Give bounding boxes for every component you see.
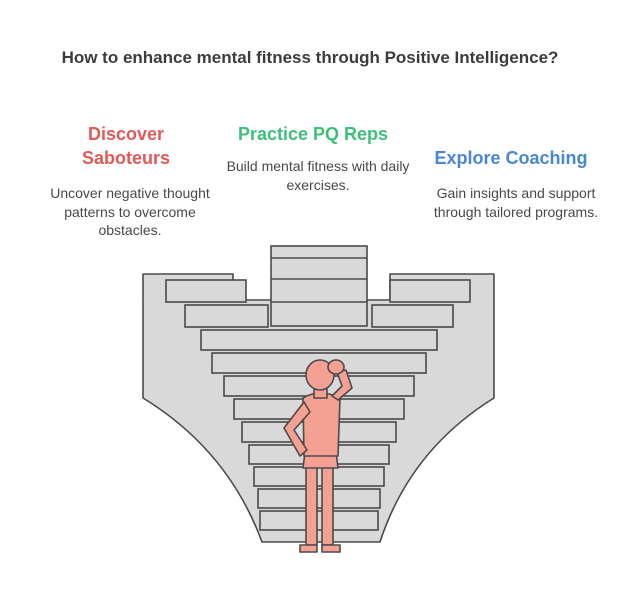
heading-discover-saboteurs: Discover Saboteurs [81,124,171,168]
right-steps [371,279,471,328]
heading-practice-pq-reps: Practice PQ Reps [237,124,389,144]
description-discover-saboteurs: Uncover negative thought patterns to ove… [50,185,210,238]
description-explore-coaching: Gain insights and support through tailor… [433,185,599,220]
description-practice-pq-reps: Build mental fitness with daily exercise… [226,158,410,193]
left-steps [165,279,269,328]
page-title: How to enhance mental fitness through Po… [61,48,559,67]
thinking-person-figure [283,359,353,553]
central-tower [270,245,368,327]
heading-explore-coaching: Explore Coaching [434,148,588,168]
